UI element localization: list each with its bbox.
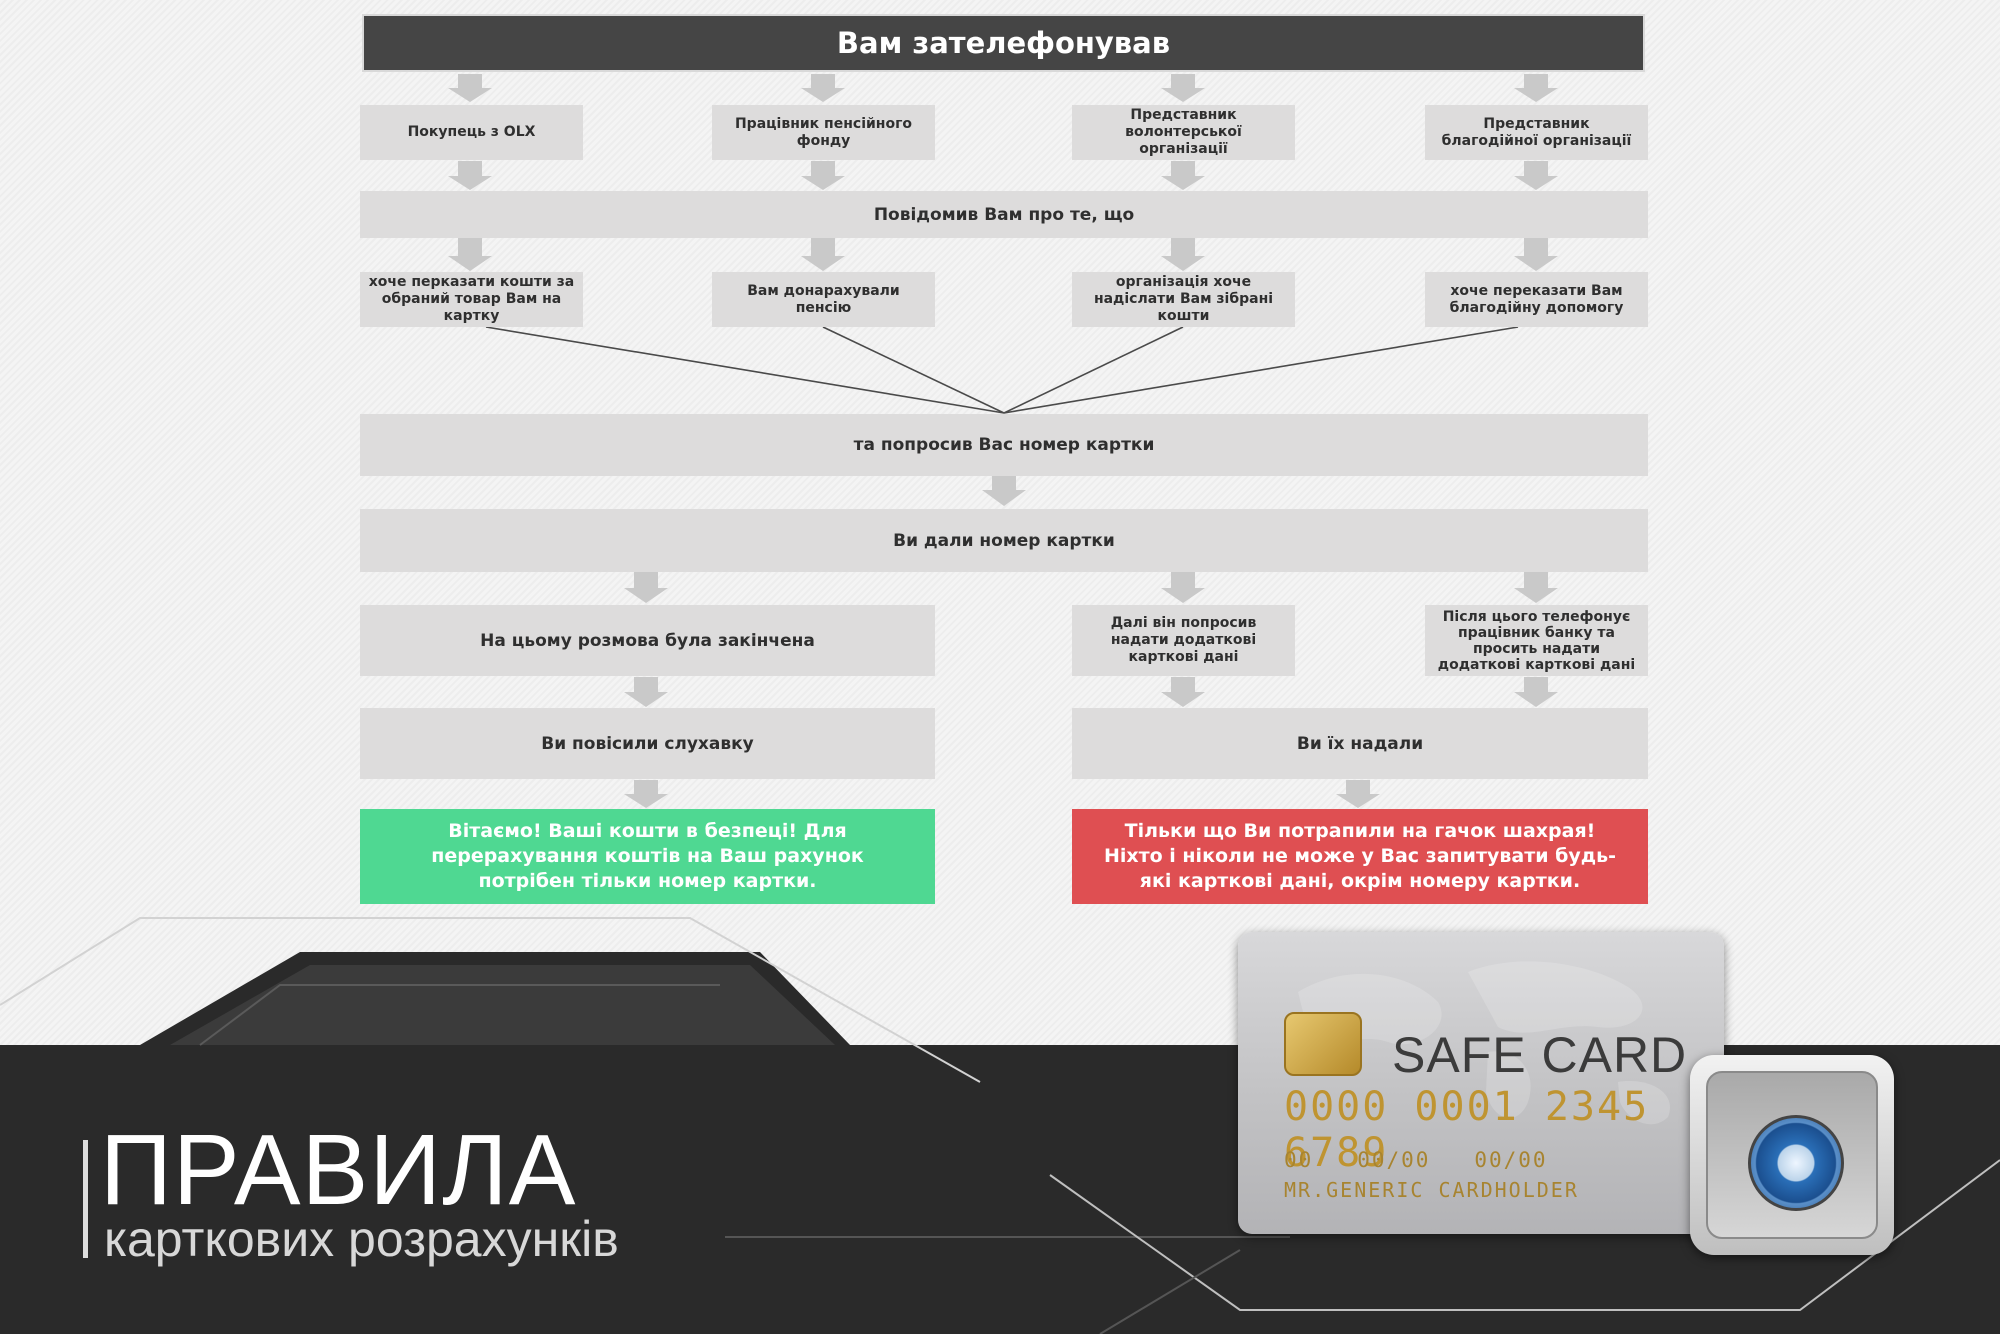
diagram-title: Вам зателефонував bbox=[362, 14, 1645, 72]
asked-extra-data-box: Далі він попросив надати додаткові картк… bbox=[1072, 605, 1295, 676]
arrow bbox=[624, 572, 668, 603]
arrow bbox=[1161, 238, 1205, 271]
reason-pension: Вам донарахували пенсію bbox=[712, 272, 935, 327]
asked-card-number-box: та попросив Вас номер картки bbox=[360, 414, 1648, 476]
arrow bbox=[448, 161, 492, 190]
safe-result-box: Вітаємо! Ваші кошти в безпеці! Для перер… bbox=[360, 809, 935, 904]
arrow bbox=[801, 74, 845, 102]
arrow bbox=[801, 238, 845, 271]
card-number: 0000 0001 2345 6789 bbox=[1284, 1084, 1650, 1176]
safe-lock-icon bbox=[1690, 1055, 1894, 1255]
combination-dial-icon bbox=[1748, 1115, 1844, 1211]
arrow bbox=[982, 476, 1026, 506]
arrow bbox=[1161, 677, 1205, 707]
arrow bbox=[1514, 677, 1558, 707]
arrow bbox=[1514, 238, 1558, 271]
arrow bbox=[1161, 161, 1205, 190]
hung-up-box: Ви повісили слухавку bbox=[360, 708, 935, 779]
arrow bbox=[1514, 572, 1558, 603]
card-chip-icon bbox=[1284, 1012, 1362, 1076]
caller-olx: Покупець з OLX bbox=[360, 105, 583, 160]
caller-volunteer: Представник волонтерської організації bbox=[1072, 105, 1295, 160]
bank-call-box: Після цього телефонує працівник банку та… bbox=[1425, 605, 1648, 676]
card-holder: MR.GENERIC CARDHOLDER bbox=[1284, 1178, 1579, 1202]
safe-card-illustration: SAFE CARD 0000 0001 2345 6789 00 00/00 0… bbox=[1238, 932, 1724, 1234]
arrow bbox=[624, 677, 668, 707]
arrow bbox=[801, 161, 845, 190]
footer-accent-bar bbox=[83, 1140, 88, 1258]
arrow bbox=[1514, 161, 1558, 190]
card-dates: 00 00/00 00/00 bbox=[1284, 1148, 1548, 1172]
arrow bbox=[1161, 572, 1205, 603]
reason-goods-payment: хоче перказати кошти за обраний товар Ва… bbox=[360, 272, 583, 327]
arrow bbox=[1336, 780, 1380, 808]
arrow bbox=[448, 74, 492, 102]
arrow bbox=[1514, 74, 1558, 102]
gave-card-number-box: Ви дали номер картки bbox=[360, 509, 1648, 572]
reported-box: Повідомив Вам про те, що bbox=[360, 191, 1648, 238]
caller-pension-fund: Працівник пенсійного фонду bbox=[712, 105, 935, 160]
reason-collected-funds: організація хоче надіслати Вам зібрані к… bbox=[1072, 272, 1295, 327]
footer-title: ПРАВИЛА bbox=[100, 1114, 577, 1226]
arrow bbox=[1161, 74, 1205, 102]
reason-charity-help: хоче переказати Вам благодійну допомогу bbox=[1425, 272, 1648, 327]
gave-data-box: Ви їх надали bbox=[1072, 708, 1648, 779]
safe-door bbox=[1706, 1071, 1878, 1239]
caller-charity: Представник благодійної організації bbox=[1425, 105, 1648, 160]
arrow bbox=[624, 780, 668, 808]
card-brand: SAFE CARD bbox=[1392, 1027, 1688, 1083]
arrow bbox=[448, 238, 492, 271]
call-ended-box: На цьому розмова була закінчена bbox=[360, 605, 935, 676]
footer-subtitle: карткових розрахунків bbox=[104, 1211, 619, 1267]
fraud-result-box: Тільки що Ви потрапили на гачок шахрая! … bbox=[1072, 809, 1648, 904]
